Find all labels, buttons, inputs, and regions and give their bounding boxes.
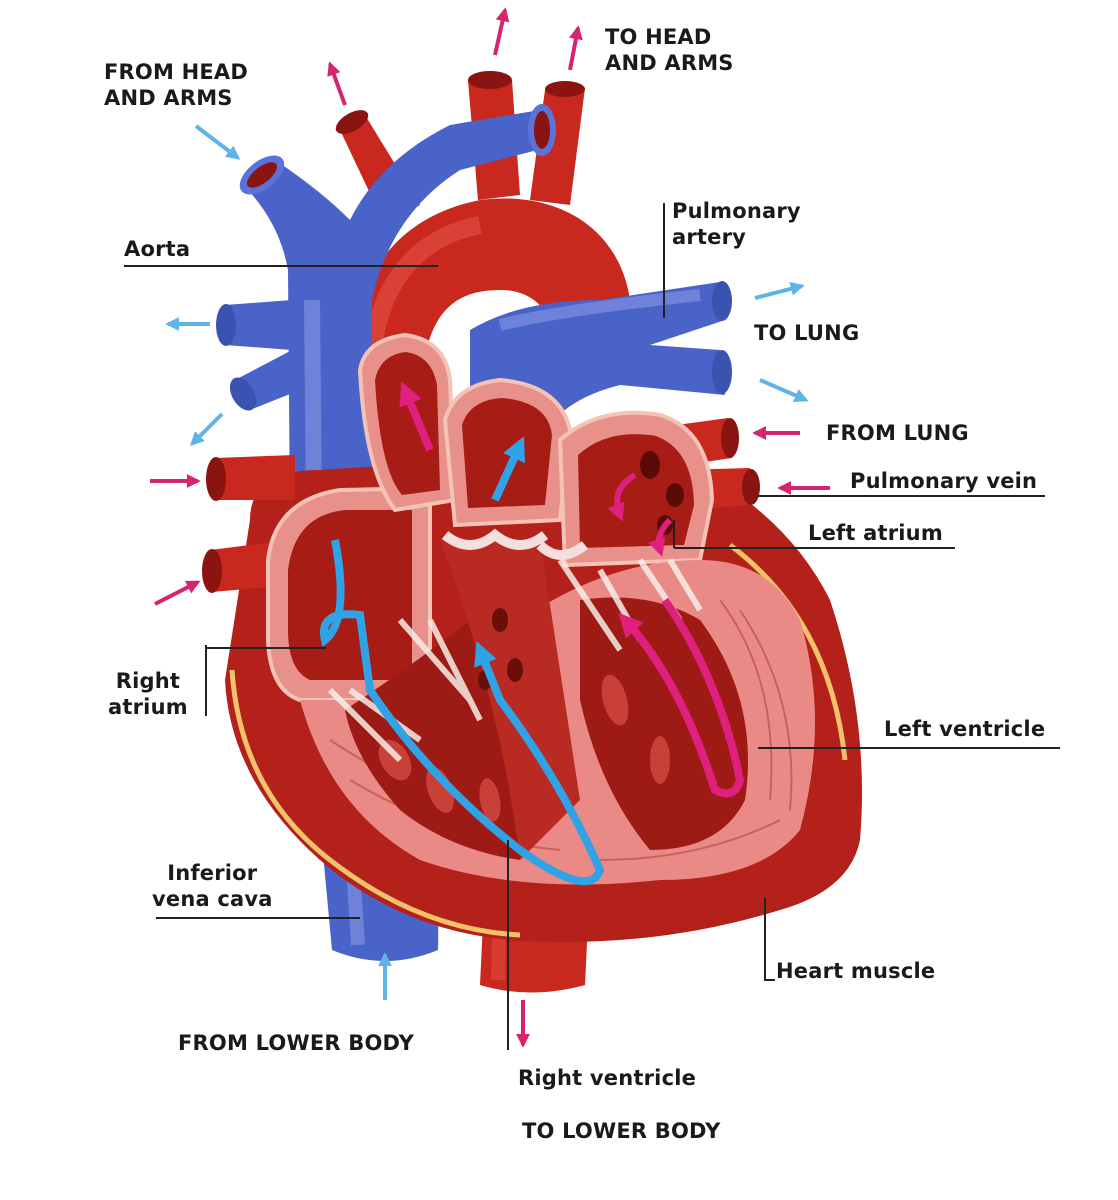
label-from-head-arms-line2: AND ARMS <box>104 86 233 110</box>
left-atrium-chamber <box>557 410 715 568</box>
leader-lines <box>124 203 1060 1050</box>
label-pulmonary-artery-line1: Pulmonary <box>672 199 801 223</box>
label-inferior-vena-cava-line2: vena cava <box>152 887 273 911</box>
label-aorta: Aorta <box>124 237 191 261</box>
label-pulmonary-artery-line2: artery <box>672 225 747 249</box>
internal-flow-arrows <box>320 381 745 886</box>
label-to-head-arms-line2: AND ARMS <box>605 51 734 75</box>
label-heart-muscle: Heart muscle <box>776 959 936 983</box>
label-left-atrium: Left atrium <box>808 521 943 545</box>
external-flow-arrows <box>150 7 830 1048</box>
label-pulmonary-artery: Pulmonary artery <box>672 198 801 250</box>
label-to-head-arms: TO HEAD AND ARMS <box>605 24 734 76</box>
label-inferior-vena-cava-line1: Inferior <box>167 861 258 885</box>
label-right-atrium-line2: atrium <box>108 695 188 719</box>
label-from-lung: FROM LUNG <box>826 421 969 445</box>
label-to-lower-body: TO LOWER BODY <box>522 1119 721 1143</box>
label-from-head-arms: FROM HEAD AND ARMS <box>104 59 248 111</box>
label-right-ventricle: Right ventricle <box>518 1066 697 1090</box>
label-pulmonary-vein: Pulmonary vein <box>850 469 1038 493</box>
label-from-lower-body: FROM LOWER BODY <box>178 1031 415 1055</box>
label-to-head-arms-line1: TO HEAD <box>605 25 712 49</box>
right-atrium-chamber <box>266 485 432 702</box>
label-inferior-vena-cava: Inferior vena cava <box>152 860 273 912</box>
label-right-atrium: Right atrium <box>108 668 188 720</box>
label-to-lung: TO LUNG <box>754 321 860 345</box>
label-right-atrium-line1: Right <box>115 669 181 693</box>
label-left-ventricle: Left ventricle <box>884 717 1046 741</box>
label-from-head-arms-line1: FROM HEAD <box>104 60 248 84</box>
